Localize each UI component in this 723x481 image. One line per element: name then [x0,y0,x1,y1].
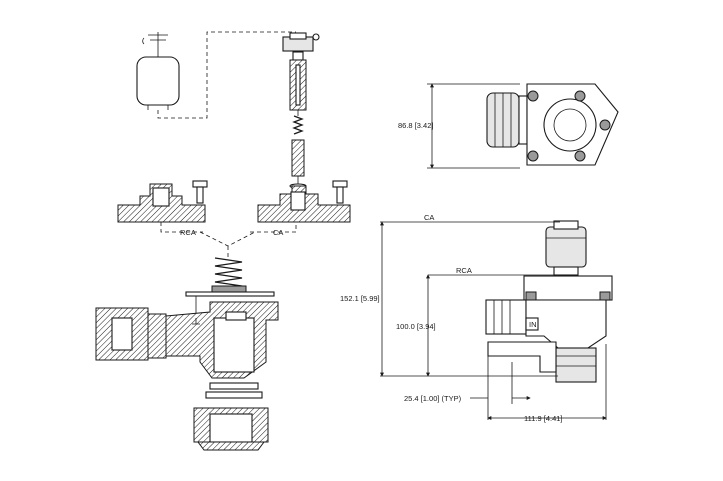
coil-assembly [136,31,296,119]
label-rca-right: RCA [456,266,472,275]
label-rca: RCA [180,228,196,237]
side-view: 86.8 [3.42] [398,83,619,169]
exploded-view: RCA CA [95,31,351,451]
dim-mid-height: 100.0 [3.94] [396,322,436,331]
dim-height: 152.1 [5.99] [340,294,380,303]
label-ca: CA [273,228,283,237]
spring [214,257,243,287]
cover-rca [117,180,208,223]
assembly-leader-lines: RCA CA [160,222,297,258]
dim-port: 25.4 [1.00] (TYP) [404,394,462,403]
label-ca-right: CA [424,213,434,222]
valve-body-section [95,301,279,379]
cover-ca [257,180,351,223]
front-elevation: IN CA RCA 152.1 [5.99] 100.0 [3.94] 25.4… [340,213,613,423]
inlet-marker: IN [529,320,537,329]
dim-side-view: 86.8 [3.42] [398,121,433,130]
outlet-fitting [193,382,269,451]
pilot-stem-stack [282,32,320,189]
diaphragm [185,285,275,316]
dim-width: 111.9 [4.41] [524,414,563,423]
